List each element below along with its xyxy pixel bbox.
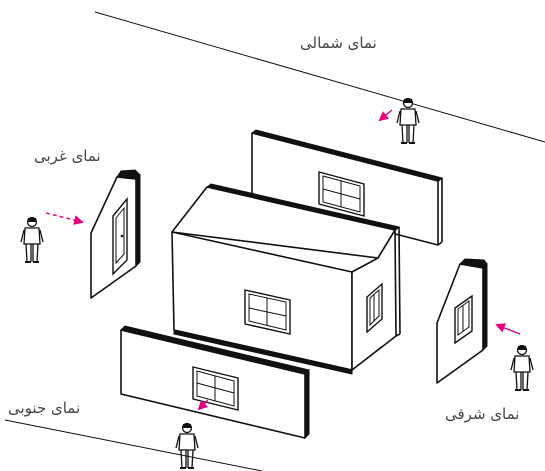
- east-observer-icon: [511, 346, 533, 391]
- east-view-arrow-icon: [497, 325, 520, 334]
- south-observer-icon: [176, 424, 198, 469]
- east-wall: [437, 259, 487, 383]
- north-observer-icon: [397, 99, 419, 144]
- west-view-arrow-icon: [46, 213, 82, 222]
- south-guide-line: [5, 420, 262, 471]
- north-guide-line: [95, 12, 545, 142]
- north-elevation-label: نمای شمالی: [300, 34, 377, 52]
- west-observer-icon: [21, 218, 43, 263]
- west-elevation-label: نمای غربی: [34, 147, 101, 165]
- west-wall: [91, 170, 140, 298]
- north-view-arrow-icon: [380, 110, 392, 120]
- south-elevation-label: نمای جنوبی: [8, 399, 80, 417]
- east-elevation-label: نمای شرقی: [445, 405, 519, 423]
